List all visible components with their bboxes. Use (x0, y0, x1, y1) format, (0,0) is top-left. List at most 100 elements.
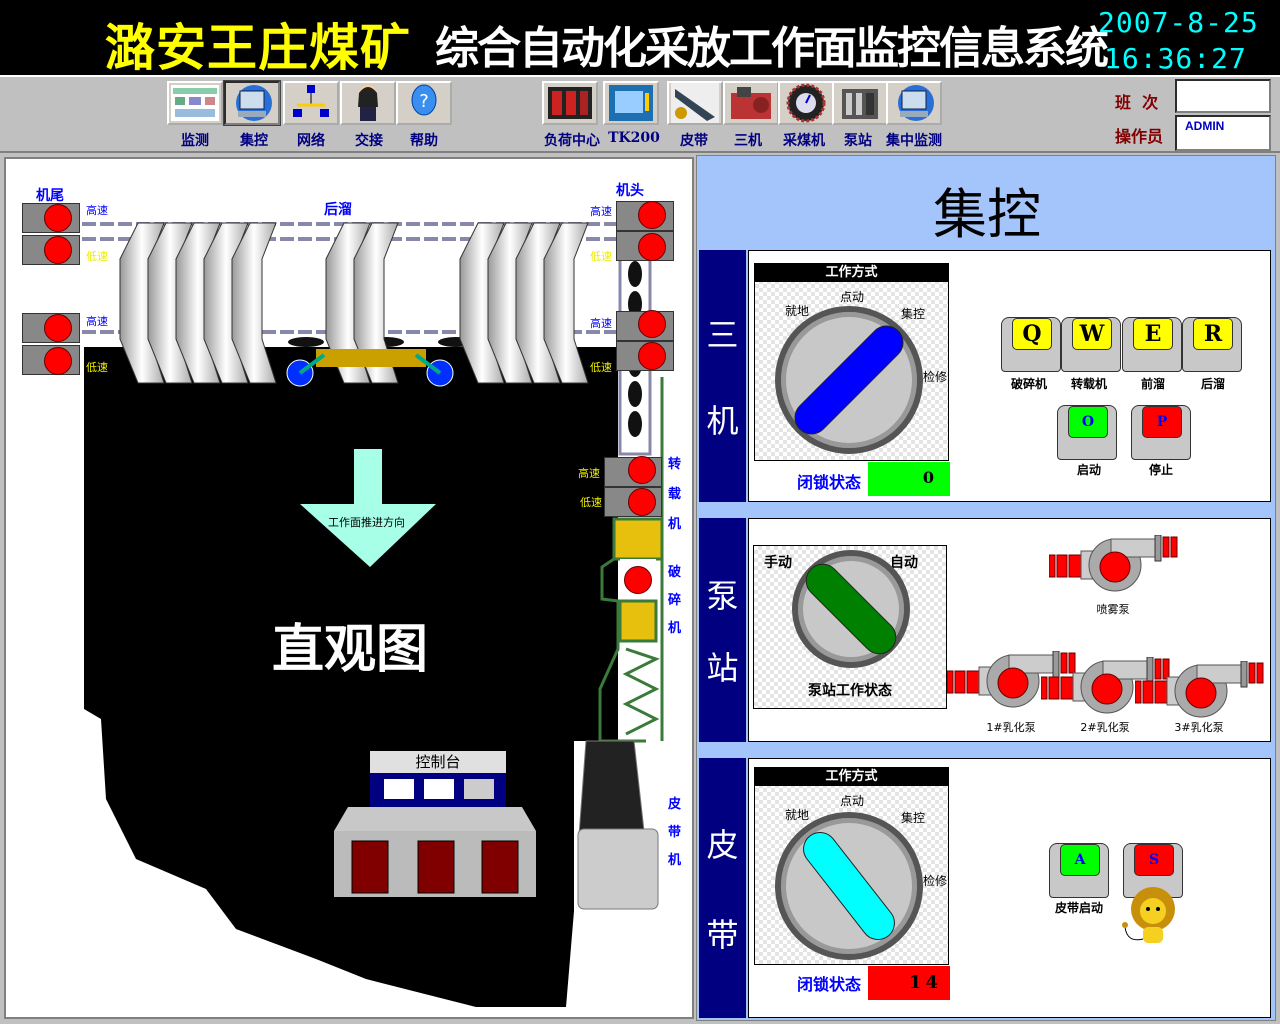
help-button[interactable]: ? (396, 81, 452, 125)
spray-pump-icon[interactable] (1049, 535, 1181, 599)
status-lamp (638, 342, 666, 370)
loader-key-button[interactable]: W (1061, 317, 1121, 372)
help-icon: ? (411, 84, 437, 116)
tail-label: 机尾 (36, 188, 64, 204)
transfer-label: 转 (668, 457, 682, 472)
front-conveyor-key-button[interactable]: E (1122, 317, 1182, 372)
low-speed-label: 低速 (580, 496, 602, 509)
operator-input[interactable]: ADMIN (1175, 115, 1271, 151)
belt-icon (671, 83, 719, 123)
status-lamp (44, 314, 72, 342)
status-lamp (628, 488, 656, 516)
operator-label: 操作员 (1115, 127, 1164, 146)
central-control-panel: 集控 三机 工作方式 就地 点动 集控 检修 闭锁状态 0 Q W E R 破碎… (696, 155, 1276, 1021)
load-center-button-label: 负荷中心 (544, 133, 600, 149)
status-lamp (638, 233, 666, 261)
rear-conveyor-label: 后溜 (324, 202, 352, 218)
crusher-key-button[interactable]: Q (1001, 317, 1061, 372)
title-bar: 潞安王庄煤矿 综合自动化采放工作面监控信息系统 2007-8-25 16:36:… (0, 0, 1280, 77)
emulsion-pump-3-icon[interactable] (1135, 661, 1267, 725)
tk200-panel-icon (609, 85, 653, 121)
pump-station-button[interactable] (832, 81, 888, 125)
section-tab: 三机 (699, 250, 746, 502)
belt-button[interactable] (667, 81, 723, 125)
shearer-button[interactable] (778, 81, 834, 125)
belt-mode-switch[interactable]: 工作方式 就地 点动 集控 检修 (754, 767, 949, 965)
monitor-button-label: 监测 (181, 133, 209, 149)
high-speed-label: 高速 (86, 315, 108, 328)
network-button[interactable] (283, 81, 339, 125)
rear-conveyor-key-button[interactable]: R (1182, 317, 1242, 372)
pump-mode-switch[interactable]: 手动 自动 泵站工作状态 (753, 545, 947, 709)
central-control-button-label: 集控 (240, 133, 268, 149)
handover-button[interactable] (340, 81, 396, 125)
belt-section: 皮带 工作方式 就地 点动 集控 检修 闭锁状态 14 A S 皮带启动 (699, 758, 1275, 1018)
low-speed-label: 低速 (86, 361, 108, 374)
monitor-screen-icon (171, 85, 219, 121)
status-lamp (44, 347, 72, 375)
control-console (334, 751, 536, 897)
pump-station-section: 泵站 手动 自动 泵站工作状态 喷雾泵 1#乳化泵 2#乳化泵 3#乳化泵 (699, 518, 1275, 742)
emulsion-pump-1-icon[interactable] (947, 651, 1079, 715)
high-speed-label: 高速 (590, 317, 612, 330)
central-monitor-button-label: 集中监测 (886, 133, 942, 149)
toolbar: 监测 集控 网络 交接 ? 帮助 负荷中心 TK200 皮带 三机 采煤机 泵站… (0, 75, 1280, 153)
shearer-button-label: 采煤机 (783, 133, 825, 149)
help-button-label: 帮助 (410, 133, 438, 149)
status-lamp (44, 204, 72, 232)
date-display: 2007-8-25 (1098, 6, 1259, 39)
pump-station-button-label: 泵站 (844, 133, 872, 149)
coal-face-graphic (82, 222, 664, 1007)
load-center-button[interactable] (542, 81, 598, 125)
person-icon (358, 85, 378, 121)
belt-label: 机 (668, 853, 682, 868)
tk200-button[interactable] (603, 81, 659, 125)
stop-key-button[interactable]: P (1131, 405, 1191, 460)
high-speed-label: 高速 (590, 205, 612, 218)
emulsion-pump-2-icon[interactable] (1041, 657, 1173, 721)
transfer-label: 载 (668, 487, 682, 502)
lion-mascot-icon (1122, 887, 1175, 943)
network-icon (293, 85, 329, 117)
lock-status-label: 闭锁状态 (797, 975, 862, 994)
advance-arrow (300, 449, 436, 567)
belt-label: 皮 (668, 797, 682, 812)
load-center-icon (548, 87, 592, 119)
crusher-label: 机 (668, 621, 682, 636)
console-label[interactable]: 控制台 (415, 753, 461, 771)
transfer-label: 机 (668, 517, 682, 532)
crusher-label: 破 (668, 565, 682, 580)
head-label: 机头 (616, 183, 644, 199)
central-control-button[interactable] (223, 80, 281, 126)
face-overview-diagram: 机尾 后溜 机头 高速 低速 高速 低速 高速 低速 高速 低速 高速 低速 转… (4, 157, 694, 1019)
shift-input[interactable] (1175, 79, 1271, 113)
start-key-button[interactable]: O (1057, 405, 1117, 460)
tk200-button-label: TK200 (608, 130, 660, 146)
time-display: 16:36:27 (1104, 42, 1247, 75)
three-machines-button-label: 三机 (734, 133, 762, 149)
crusher-label: 碎 (668, 593, 682, 608)
work-mode-switch[interactable]: 工作方式 就地 点动 集控 检修 (754, 263, 949, 461)
diagram-title: 直观图 (272, 619, 429, 680)
lock-status-value: 14 (868, 966, 950, 1000)
three-machines-button[interactable] (723, 81, 779, 125)
central-monitor-button[interactable] (886, 81, 942, 125)
low-speed-label: 低速 (86, 250, 108, 263)
monitor-button[interactable] (167, 81, 223, 125)
computer-icon (236, 85, 272, 121)
panel-title: 集控 (933, 183, 1041, 246)
shift-label: 班 次 (1115, 93, 1159, 112)
status-lamp (44, 236, 72, 264)
shearer (286, 349, 454, 387)
lock-status-label: 闭锁状态 (797, 473, 862, 492)
computer-icon (898, 85, 934, 121)
low-speed-label: 低速 (590, 250, 612, 263)
belt-stop-key-button[interactable]: S (1123, 843, 1183, 898)
belt-conveyor (577, 740, 659, 910)
status-lamp (628, 456, 656, 484)
crusher-status-lamp (624, 566, 652, 594)
belt-start-key-button[interactable]: A (1049, 843, 1109, 898)
three-machines-icon (731, 87, 771, 119)
handover-button-label: 交接 (355, 133, 383, 149)
belt-label: 带 (668, 825, 682, 840)
